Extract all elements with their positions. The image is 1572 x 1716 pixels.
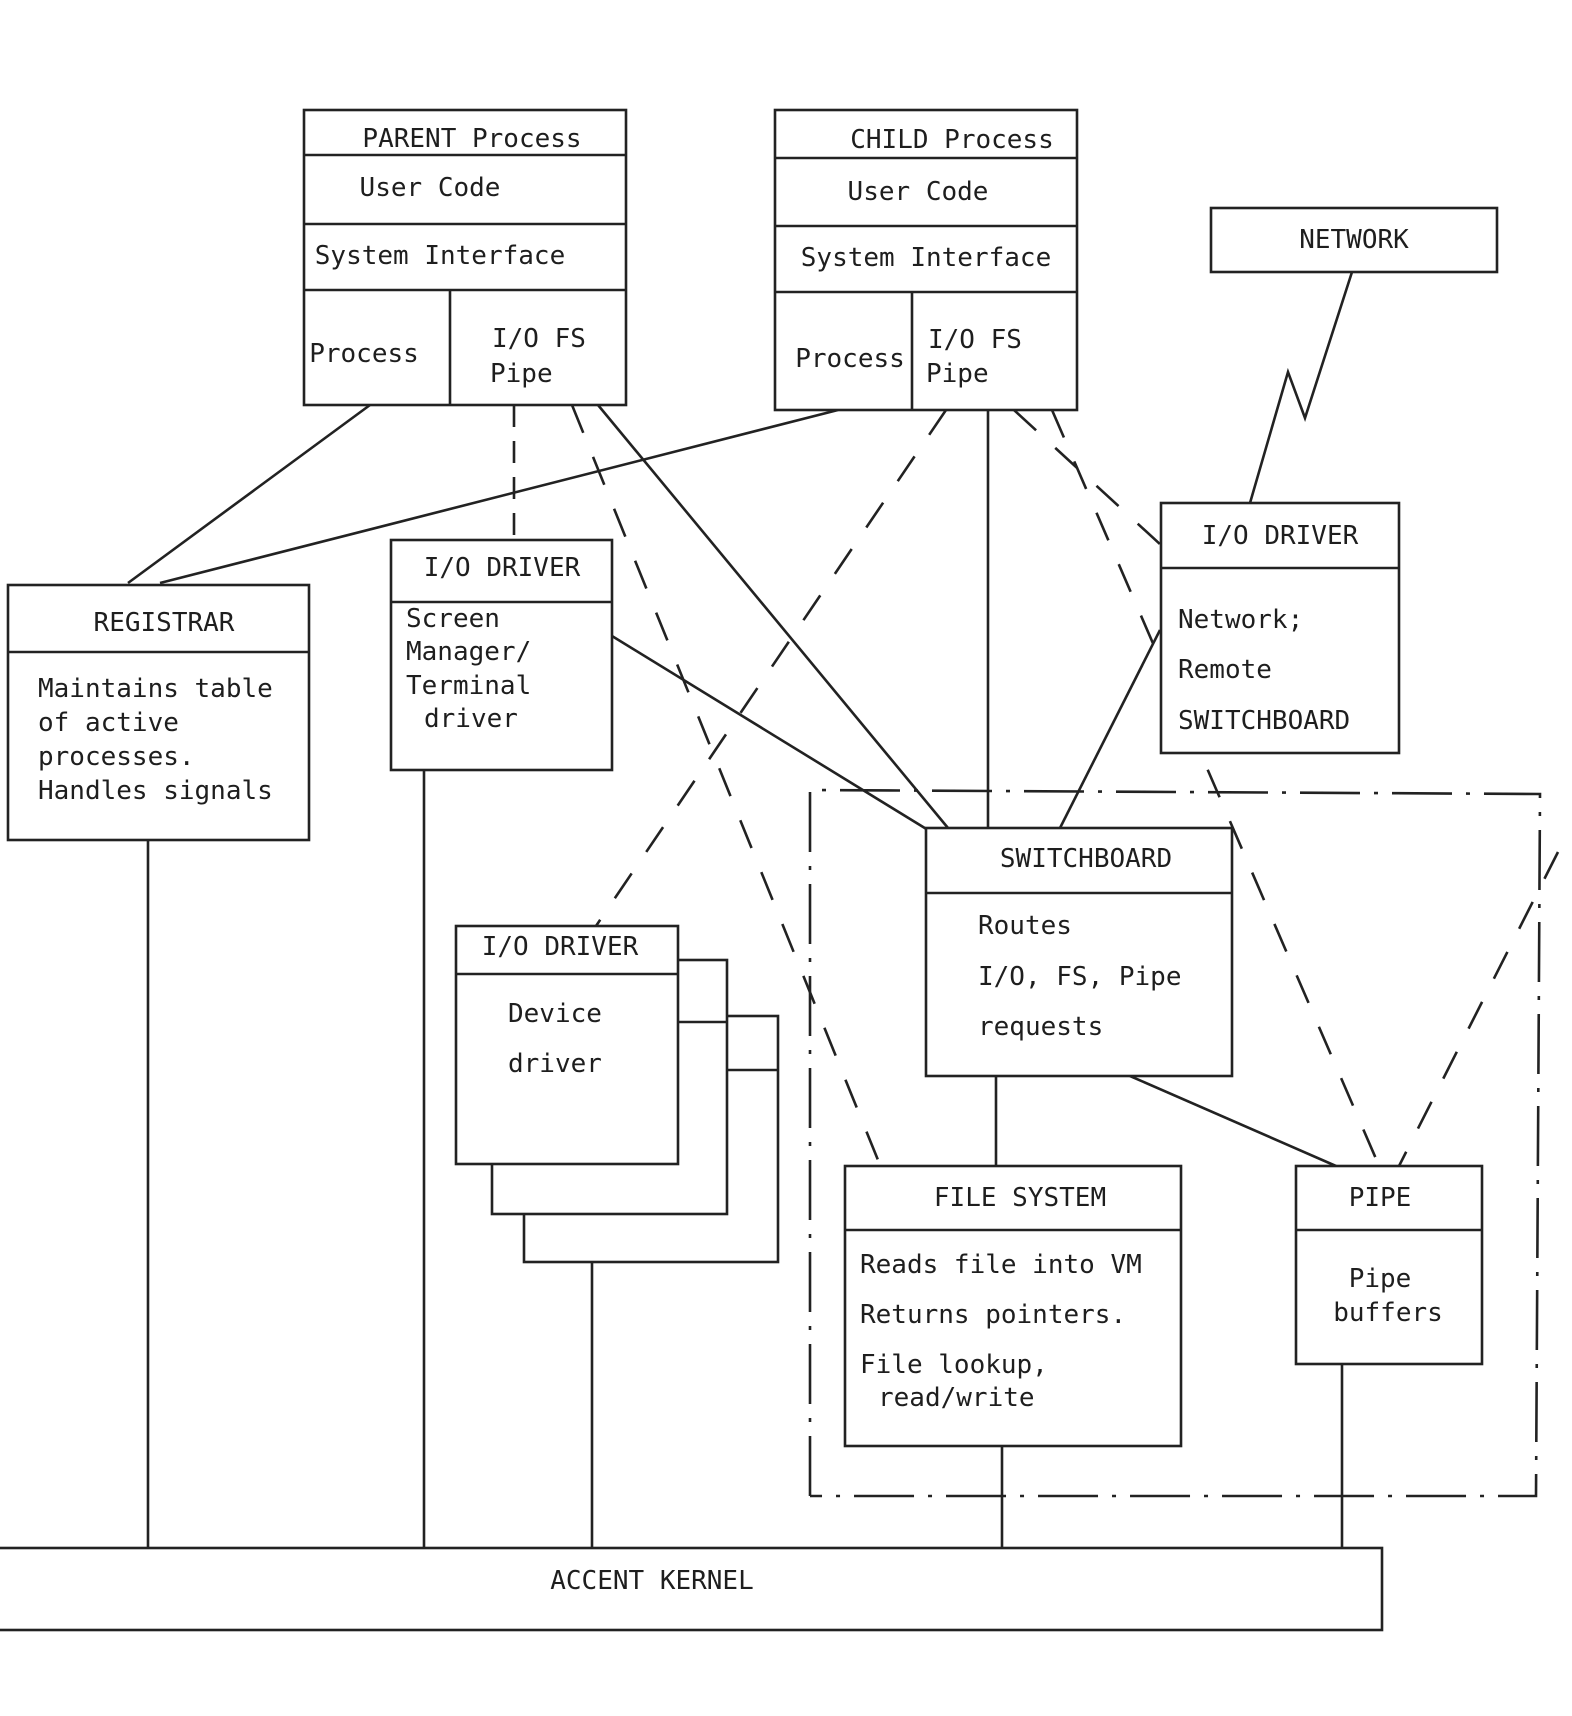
screen-driver-line-1: Screen [406,604,500,634]
switchboard-line-3: requests [978,1012,1103,1042]
parent-system-interface: System Interface [315,241,565,271]
switchboard-title: SWITCHBOARD [1000,844,1172,874]
screen-driver-box: I/O DRIVER Screen Manager/ Terminal driv… [389,538,614,772]
file-system-line-2: Returns pointers. [860,1300,1126,1330]
switchboard-box: SWITCHBOARD Routes I/O, FS, Pipe request… [924,826,1234,1078]
screen-driver-line-2: Manager/ [406,637,531,667]
connector-child-device-driver [594,409,948,927]
child-system-interface: System Interface [801,243,1051,273]
network-title: NETWORK [1299,225,1409,255]
parent-pipe-label: Pipe [490,359,553,389]
registrar-line-1: Maintains table [38,674,273,704]
network-driver-line-1: Network; [1178,605,1303,635]
registrar-line-2: of active [38,708,179,738]
registrar-line-3: processes. [38,742,195,772]
device-driver-line-2: driver [508,1049,602,1079]
file-system-box: FILE SYSTEM Reads file into VM Returns p… [843,1164,1183,1448]
network-driver-title: I/O DRIVER [1202,521,1359,551]
connector-child-network-driver [1013,409,1163,547]
connector-network-driver-switchboard [1058,629,1162,829]
parent-process-label: Process [309,339,419,369]
device-driver-title: I/O DRIVER [482,932,639,962]
switchboard-line-1: Routes [978,911,1072,941]
connector-child-pipe [1050,409,1382,1169]
connector-parent-file-system [570,404,882,1166]
screen-driver-line-3: Terminal [406,671,531,701]
registrar-box: REGISTRAR Maintains table of active proc… [6,583,311,842]
connector-parent-switchboard [596,404,950,829]
registrar-title: REGISTRAR [94,608,235,638]
switchboard-line-2: I/O, FS, Pipe [978,962,1182,992]
file-system-line-3: File lookup, [860,1350,1048,1380]
connector-screen-driver-switchboard [611,634,929,832]
screen-driver-line-4: driver [424,704,518,734]
child-process-label: Process [795,344,905,374]
device-driver-stack: I/O DRIVER Device driver [454,924,780,1264]
pipe-title: PIPE [1349,1183,1412,1213]
accent-kernel-title: ACCENT KERNEL [550,1566,754,1596]
network-driver-box: I/O DRIVER Network; Remote SWITCHBOARD [1159,501,1401,755]
pipe-box: PIPE Pipe buffers [1294,1164,1484,1366]
child-process-title: CHILD Process [850,125,1054,155]
child-process-box: CHILD Process User Code System Interface… [773,108,1079,412]
connectors [127,271,1560,1548]
parent-process-box: PARENT Process User Code System Interfac… [302,108,628,407]
file-system-line-1: Reads file into VM [860,1250,1142,1280]
file-system-title: FILE SYSTEM [934,1183,1106,1213]
registrar-line-4: Handles signals [38,776,273,806]
child-pipe-label: Pipe [926,359,989,389]
enclosure-dash-dot [808,788,1542,1498]
pipe-line-1: Pipe [1349,1264,1412,1294]
child-user-code: User Code [848,177,989,207]
pipe-line-2: buffers [1333,1298,1443,1328]
device-driver-line-1: Device [508,999,602,1029]
screen-driver-title: I/O DRIVER [424,553,581,583]
connector-right-pipe [1396,851,1560,1169]
child-io-fs-label: I/O FS [928,325,1022,355]
network-box: NETWORK [1209,206,1499,274]
parent-io-fs-label: I/O FS [492,324,586,354]
network-driver-line-2: Remote [1178,655,1272,685]
accent-kernel-box: ACCENT KERNEL [0,1546,1384,1632]
connector-child-registrar [159,408,839,585]
connector-switchboard-pipe [1129,1074,1337,1168]
parent-process-title: PARENT Process [362,124,581,154]
connector-parent-registrar [127,403,371,585]
parent-user-code: User Code [360,173,501,203]
network-driver-line-3: SWITCHBOARD [1178,706,1350,736]
connector-network-zigzag [1248,271,1354,504]
file-system-line-4: read/write [878,1383,1035,1413]
